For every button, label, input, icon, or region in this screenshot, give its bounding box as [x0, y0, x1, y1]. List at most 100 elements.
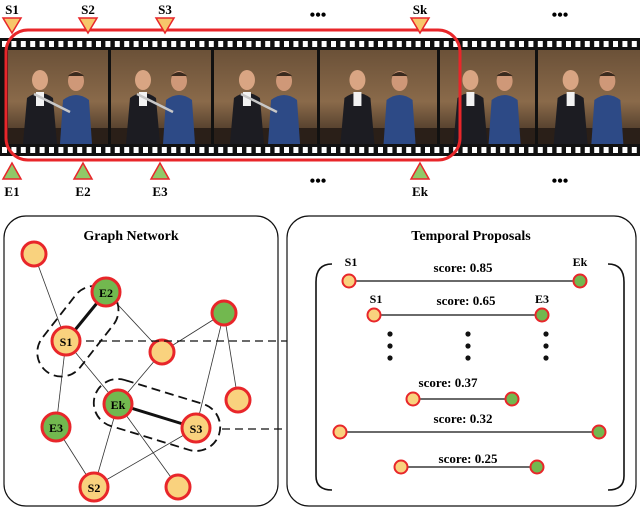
frame-floor: [8, 128, 108, 144]
film-perforation: [387, 147, 393, 153]
performer-shirt: [466, 92, 475, 106]
start-node: [224, 386, 252, 414]
film-perforation: [566, 41, 571, 47]
start-node: [148, 338, 176, 366]
performer-body: [268, 95, 301, 144]
temporal-proposals-panel: Temporal Proposals S1 Ek score: 0.85 S1 …: [286, 215, 637, 507]
video-frame: [440, 50, 535, 144]
proposal-end-node: [572, 273, 588, 289]
film-perforation: [349, 147, 355, 153]
film-perforation: [39, 41, 45, 47]
flute: [240, 92, 278, 114]
end-node: [210, 299, 238, 327]
film-perforation: [180, 41, 186, 47]
proposal-group-ek-s3: [92, 378, 222, 452]
start-node: [20, 240, 48, 268]
frame-floor: [320, 128, 437, 144]
film-perforation: [133, 41, 139, 47]
film-perforation: [575, 41, 581, 47]
film-perforation: [67, 147, 73, 153]
film-perforation: [396, 147, 402, 153]
performer-shirt: [242, 92, 251, 106]
film-perforation: [340, 147, 346, 153]
film-perforation: [519, 41, 524, 47]
graph-panel-title: Graph Network: [83, 229, 178, 244]
film-perforation: [396, 41, 402, 47]
film-perforation: [472, 41, 477, 47]
film-perforation: [227, 147, 233, 153]
start-marker-triangle: [409, 17, 431, 35]
vertical-ellipsis: [387, 331, 549, 361]
graph-network-panel: Graph Network: [3, 215, 279, 507]
node-label-ek: Ek: [111, 398, 126, 412]
proposal-row: score: 0.37: [405, 375, 520, 407]
end-node-e3: [40, 411, 72, 443]
film-perforation: [434, 147, 440, 153]
film-perforation: [86, 41, 92, 47]
film-perforation: [594, 41, 600, 47]
film-perforation: [528, 147, 534, 153]
film-perforation: [11, 41, 17, 47]
performer-hair: [171, 72, 187, 76]
film-perforation: [378, 41, 383, 47]
film-perforation: [631, 147, 637, 153]
film-perforation: [161, 41, 167, 47]
film-perforation: [462, 41, 468, 47]
film-perforation: [321, 147, 327, 153]
performer-body: [163, 95, 195, 144]
film-perforations-top: [2, 41, 637, 47]
performer-head: [135, 70, 151, 90]
film-perforation: [227, 41, 233, 47]
film-perforation: [443, 147, 449, 153]
proposal-start-node: [366, 307, 382, 323]
start-node-s1: [50, 325, 82, 357]
start-marker-label: S2: [81, 2, 95, 17]
film-perforation: [124, 147, 130, 153]
performer-body: [340, 93, 375, 144]
end-marker-e1: E1: [1, 161, 23, 199]
node-label-s3: S3: [190, 422, 203, 436]
film-perforation: [387, 41, 393, 47]
proposal-row: S1 E3 score: 0.65: [366, 292, 550, 323]
film-perforation: [293, 147, 299, 153]
end-marker-triangle: [1, 161, 23, 180]
film-perforation: [331, 41, 336, 47]
film-perforation: [603, 147, 609, 153]
film-perforation: [30, 41, 36, 47]
right-bracket: [607, 263, 625, 491]
film-perforation: [434, 41, 440, 47]
film-perforation: [406, 147, 412, 153]
performer-shirt: [139, 92, 147, 106]
film-perforation: [124, 41, 130, 47]
performer-body: [383, 95, 416, 144]
film-perforation: [594, 147, 600, 153]
film-perforation: [584, 147, 590, 153]
film-perforation: [547, 41, 553, 47]
start-marker-triangle: [1, 17, 23, 35]
performer-hair: [276, 72, 293, 76]
start-markers: S1 S2 S3 Sk: [1, 2, 431, 35]
performer-shirt: [36, 92, 44, 106]
video-frame: [111, 50, 211, 144]
film-perforation: [556, 41, 562, 47]
node-label-s1: S1: [60, 335, 73, 349]
film-perforation: [265, 147, 271, 153]
film-perforation: [453, 41, 459, 47]
start-marker-triangle: [77, 17, 99, 35]
film-perforation: [566, 147, 571, 153]
film-perforations-bottom: [2, 147, 637, 153]
performer-body: [591, 95, 624, 144]
start-marker-s2: S2: [77, 2, 99, 35]
film-perforation: [556, 147, 562, 153]
left-bracket: [315, 263, 333, 491]
performer-head: [32, 70, 48, 90]
performer-head: [349, 70, 366, 90]
film-perforation: [255, 147, 261, 153]
film-perforation: [443, 41, 449, 47]
film-perforation: [331, 147, 336, 153]
film-perforation: [622, 147, 628, 153]
performer-hair: [496, 72, 513, 76]
film-perforation: [96, 41, 101, 47]
performer-shirt: [566, 92, 575, 106]
